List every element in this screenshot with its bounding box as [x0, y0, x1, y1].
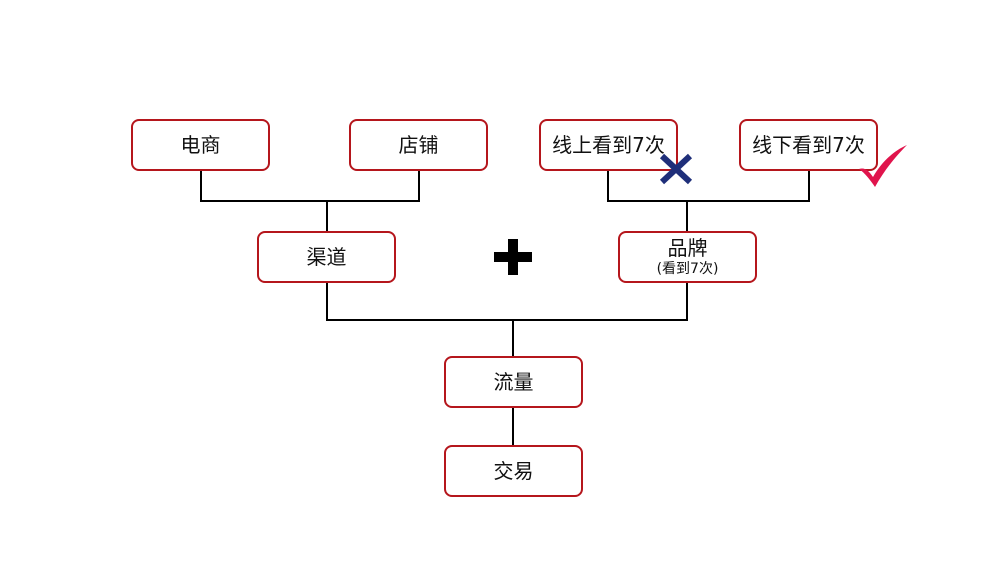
node-qudao: 渠道: [257, 231, 396, 283]
node-label: 流量: [493, 370, 534, 394]
node-pinpai: 品牌 (看到7次): [618, 231, 757, 283]
node-jiaoyi: 交易: [444, 445, 583, 497]
cross-icon: [659, 153, 693, 185]
connector-pinpai-out: [512, 282, 688, 321]
node-label: 品牌: [667, 236, 708, 260]
node-liuliang: 流量: [444, 356, 583, 408]
connector-qudao-out: [326, 282, 514, 321]
node-online-seen: 线上看到7次: [539, 119, 678, 171]
node-sublabel: (看到7次): [656, 261, 719, 277]
node-label: 店铺: [398, 133, 439, 157]
node-dianpu: 店铺: [349, 119, 488, 171]
connector-dianpu: [326, 170, 420, 202]
node-offline-seen: 线下看到7次: [739, 119, 878, 171]
connector-online: [607, 170, 688, 202]
node-label: 电商: [180, 133, 221, 157]
check-icon: [859, 145, 907, 187]
connector-offline: [686, 170, 810, 202]
connector-dianshang: [200, 170, 328, 202]
node-dianshang: 电商: [131, 119, 270, 171]
plus-icon: [494, 239, 532, 275]
node-label: 交易: [493, 459, 534, 483]
node-label: 线下看到7次: [752, 133, 865, 157]
node-label: 渠道: [306, 245, 347, 269]
node-label: 线上看到7次: [552, 133, 665, 157]
